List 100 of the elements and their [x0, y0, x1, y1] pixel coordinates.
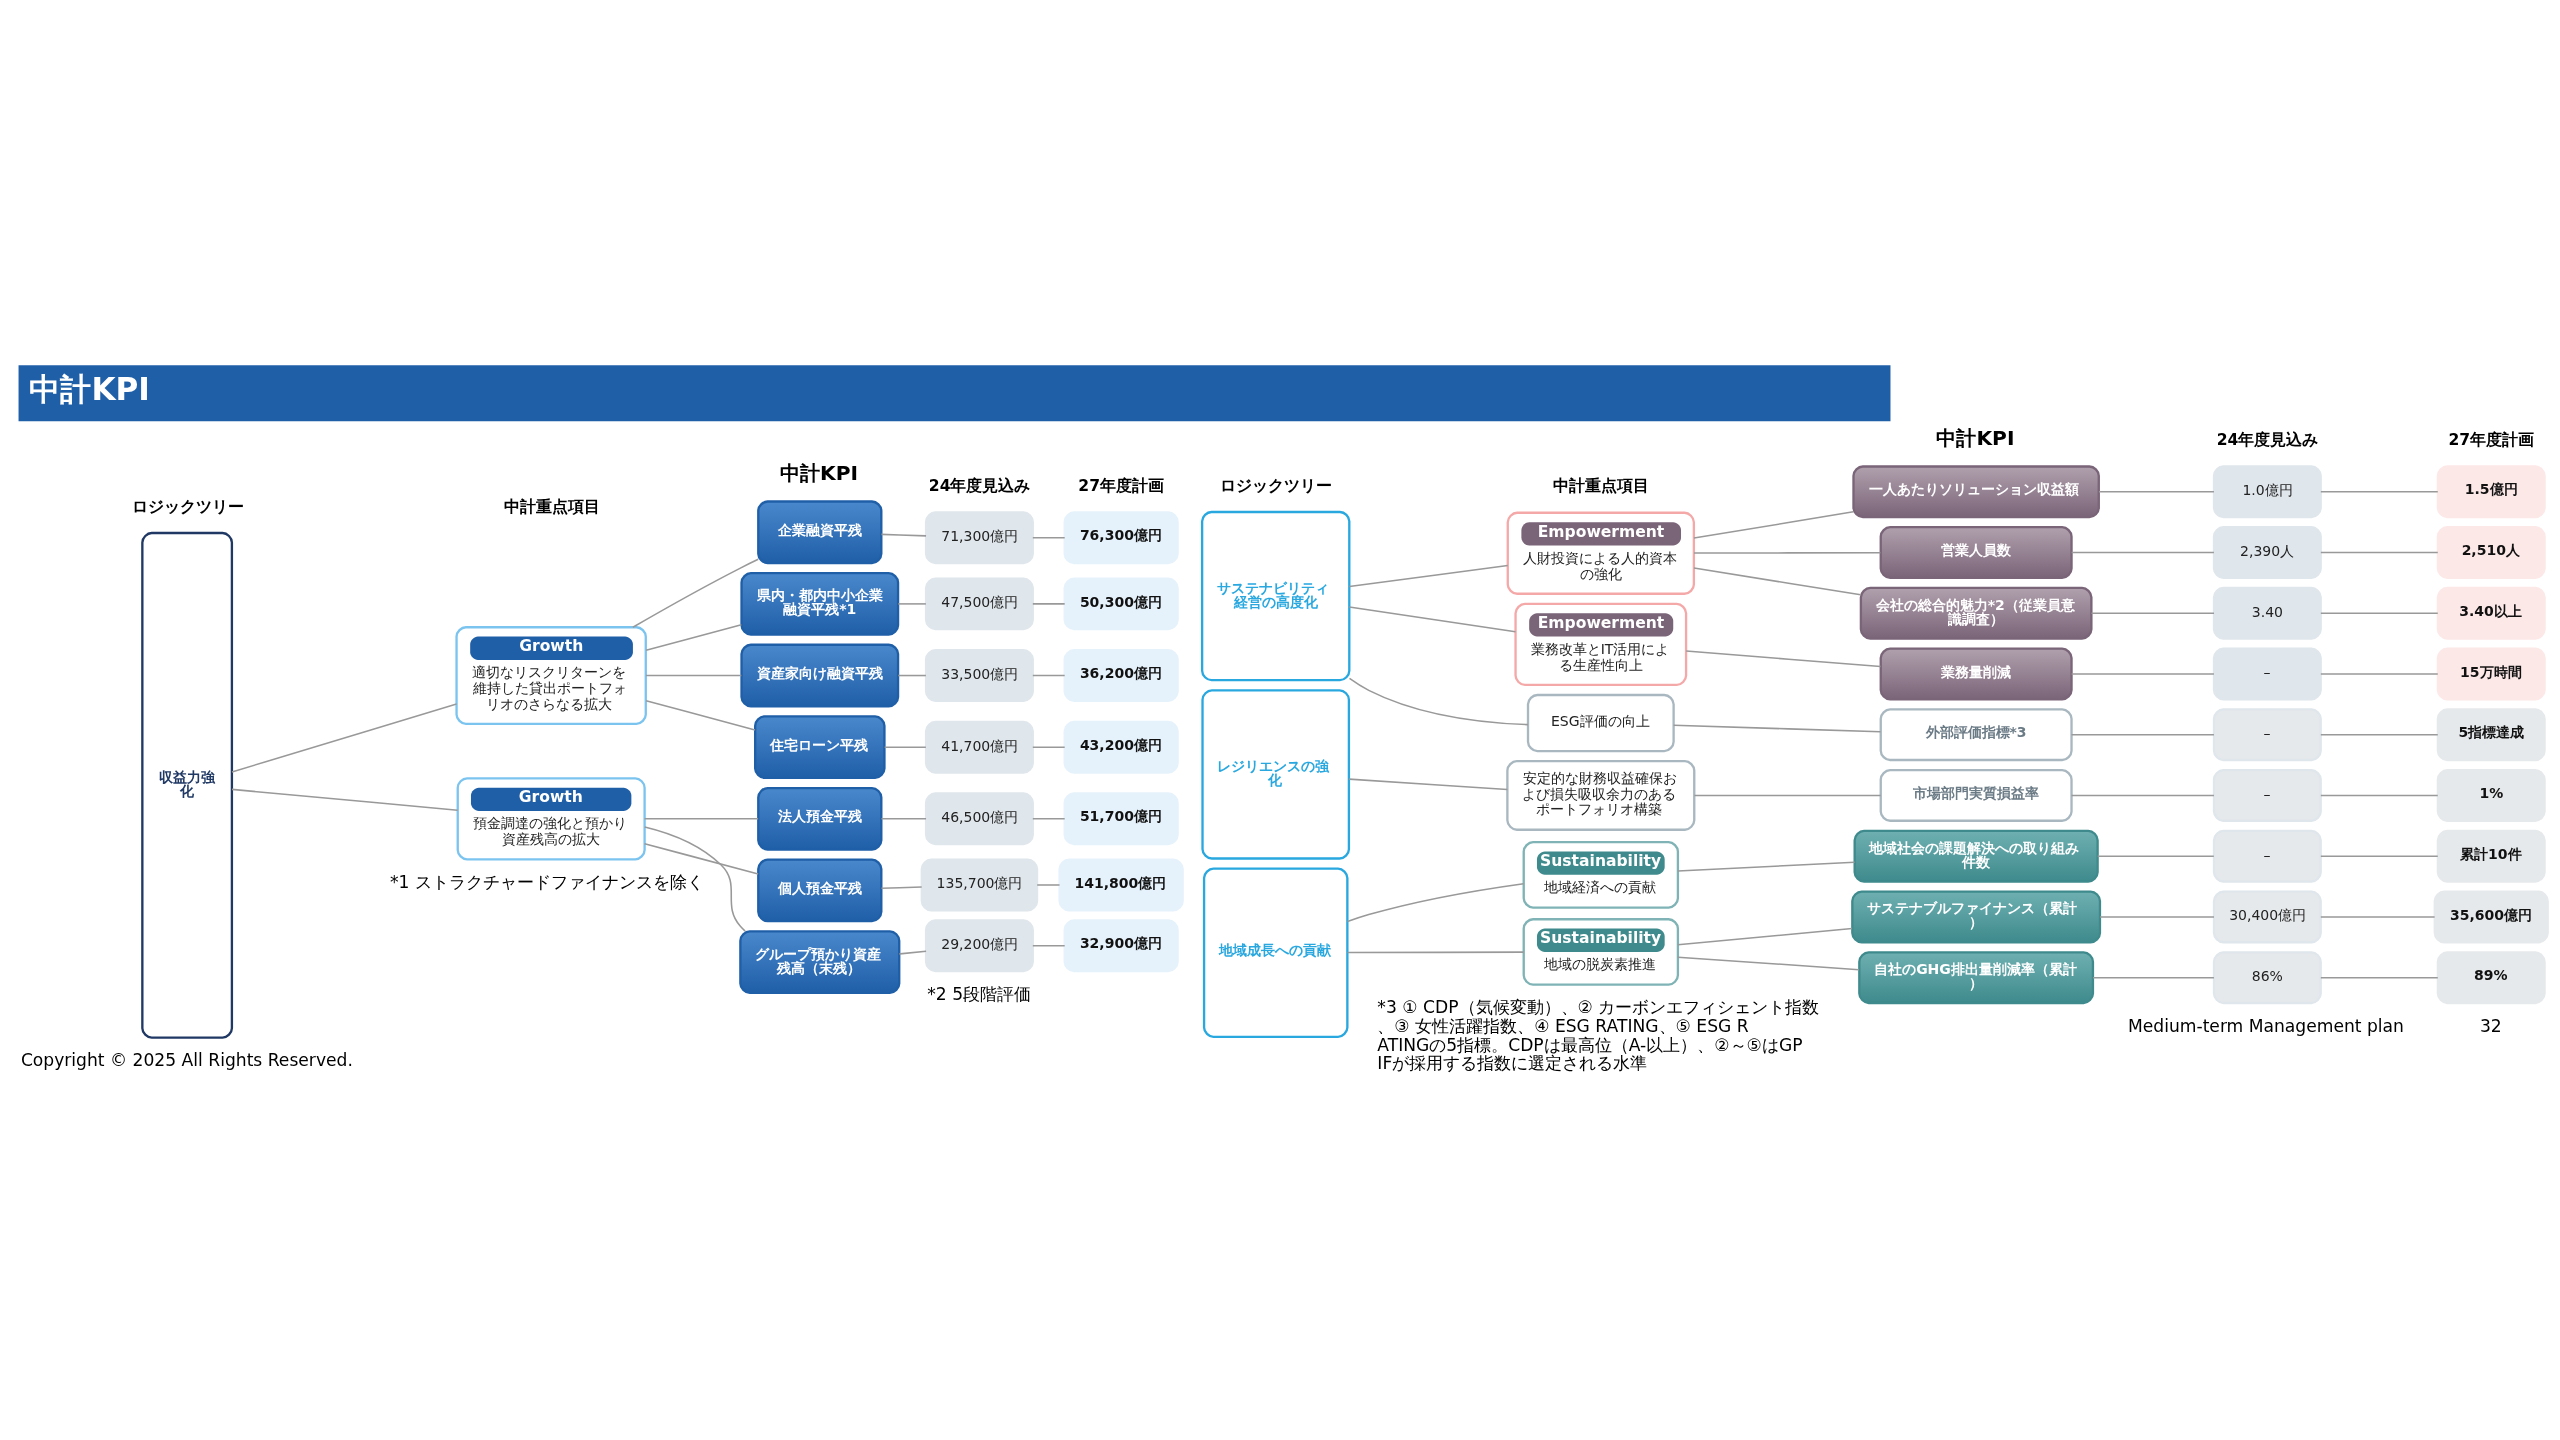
connector — [1032, 536, 1066, 538]
connector — [2320, 490, 2439, 493]
connector — [1348, 564, 1509, 587]
connector — [2320, 551, 2439, 553]
connector — [2320, 611, 2439, 614]
connector — [880, 533, 927, 537]
label: 中計重点項目 — [503, 497, 600, 516]
node-box: 企業融資平残 — [757, 499, 883, 564]
node-box: 収益力強化 — [141, 531, 234, 1039]
connector — [645, 623, 743, 651]
label: 中計KPI — [780, 460, 859, 485]
connector — [2320, 733, 2439, 735]
connector — [2098, 490, 2215, 493]
node-box: 86% — [2212, 950, 2322, 1004]
connector — [1032, 674, 1066, 676]
connector — [2092, 976, 2215, 978]
connector — [645, 699, 756, 731]
connector — [883, 745, 927, 748]
connector — [2320, 915, 2436, 918]
connector — [1348, 677, 1529, 725]
connector — [1685, 649, 1882, 667]
connector — [2090, 611, 2215, 614]
node-box: Empowerment 業務改革とIT活用による生産性向上 — [1514, 602, 1688, 686]
connector — [2320, 976, 2439, 978]
connector — [632, 558, 759, 628]
node-box: 50,300億円 — [1063, 576, 1179, 630]
node-box: 住宅ローン平残 — [754, 714, 886, 779]
connector — [1693, 566, 1862, 596]
connector — [1032, 602, 1066, 605]
connector — [1677, 927, 1853, 946]
connector — [880, 817, 927, 820]
node-box: – — [2212, 707, 2322, 761]
connector — [2320, 794, 2439, 796]
node-box: 35,600億円 — [2433, 889, 2549, 943]
label: *2 5段階評価 — [927, 983, 1032, 1004]
node-box: 135,700億円 — [920, 858, 1039, 911]
node-box: 安定的な財務収益確保および損失吸収余力のあるポートフォリオ構築 — [1506, 759, 1696, 831]
node-box: 市場部門実質損益率 — [1879, 768, 2073, 822]
label: 32 — [2479, 1015, 2502, 1036]
connector — [1677, 860, 1856, 872]
node-box: 47,500億円 — [924, 576, 1034, 630]
label: ロジックツリー — [131, 497, 244, 516]
node-box: 県内・都内中小企業融資平残*1 — [740, 571, 900, 636]
connector — [1693, 551, 1882, 554]
node-box: サステナビリティ経営の高度化 — [1200, 510, 1351, 681]
connector — [897, 602, 927, 605]
connector — [1348, 605, 1517, 633]
node-box: Sustainability 地域の脱炭素推進 — [1522, 917, 1680, 986]
node-box: 51,700億円 — [1063, 791, 1179, 845]
node-box: 1.0億円 — [2212, 464, 2322, 518]
node-box: サステナブルファイナンス（累計） — [1851, 889, 2102, 943]
node-box: 43,200億円 — [1063, 720, 1179, 774]
connector — [645, 674, 743, 676]
connector — [2099, 915, 2215, 918]
connector — [1032, 944, 1066, 946]
label: ロジックツリー — [1220, 476, 1333, 495]
connector — [880, 885, 923, 889]
node-box: 3.40以上 — [2436, 586, 2546, 640]
node-box: 1.5億円 — [2436, 464, 2546, 518]
connector — [1693, 510, 1855, 539]
node-box: 2,510人 — [2436, 525, 2546, 579]
node-box: 累計10件 — [2436, 829, 2546, 883]
node-box: 76,300億円 — [1063, 510, 1179, 564]
node-box: 1% — [2436, 768, 2546, 822]
diagram-title: 中計KPI — [29, 370, 150, 407]
node-box: 30,400億円 — [2212, 889, 2322, 943]
node-box: 2,390人 — [2212, 525, 2322, 579]
label: 24年度見込み — [2216, 430, 2319, 449]
node-box: 地域成長への貢献 — [1202, 866, 1349, 1038]
node-box: 自社のGHG排出量削減率（累計） — [1858, 950, 2095, 1004]
connector — [2070, 672, 2215, 675]
label: 27年度計画 — [1078, 476, 1164, 495]
connector — [1346, 882, 1525, 922]
connector — [643, 842, 759, 875]
connector — [1677, 955, 1860, 970]
connector — [1348, 777, 1509, 790]
node-box: 41,700億円 — [924, 720, 1034, 774]
node-box: 業務量削減 — [1879, 647, 2073, 700]
connector — [2320, 854, 2439, 857]
node-box: 個人預金平残 — [757, 858, 883, 922]
node-box: 3.40 — [2212, 586, 2322, 640]
node-box: 地域社会の課題解決への取り組み件数 — [1853, 829, 2099, 883]
node-box: 外部評価指標*3 — [1879, 707, 2073, 761]
connector — [2096, 854, 2215, 857]
connector — [2070, 733, 2215, 735]
connector — [898, 949, 927, 955]
node-box: グループ預かり資産残高（末残） — [739, 929, 901, 994]
node-box: 33,500億円 — [924, 648, 1034, 702]
node-box: 29,200億円 — [924, 918, 1034, 972]
node-box: レジリエンスの強化 — [1201, 688, 1351, 860]
node-box: 89% — [2436, 950, 2546, 1004]
node-box: – — [2212, 768, 2322, 822]
connector — [1693, 794, 1882, 796]
node-box: 5指標達成 — [2436, 707, 2546, 761]
connector — [231, 788, 459, 811]
node-box: Empowerment 人財投資による人的資本の強化 — [1506, 511, 1696, 595]
connector — [231, 702, 458, 773]
node-box: 法人預金平残 — [757, 786, 883, 851]
label: 中計重点項目 — [1553, 476, 1650, 495]
connector — [2320, 672, 2439, 675]
